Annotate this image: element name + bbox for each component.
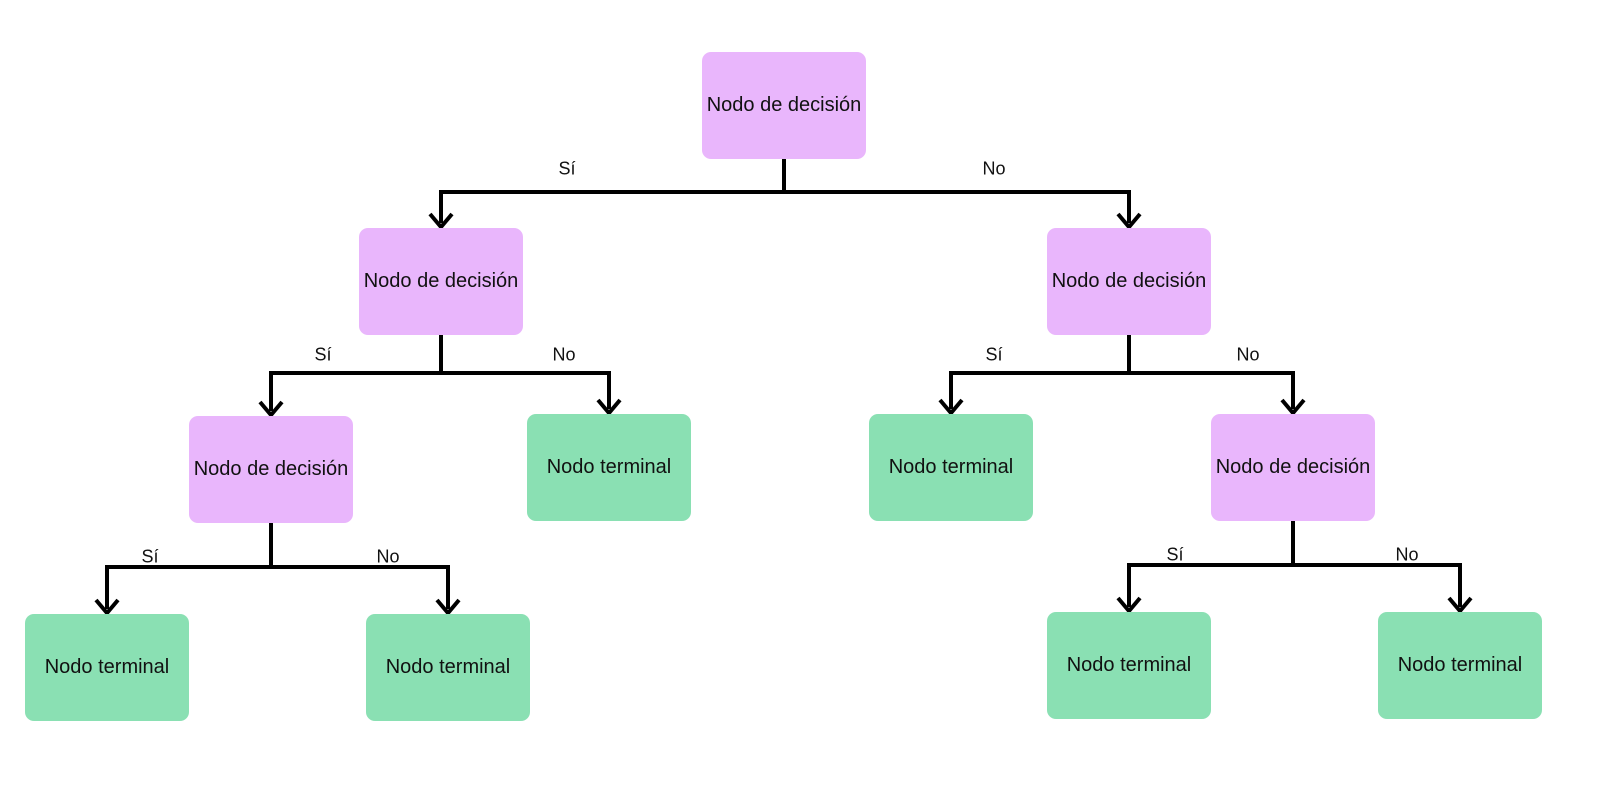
edge-label-no: No [982,158,1006,179]
connector-branch [1127,563,1295,607]
decision-node-right: Nodo de decisión [1047,228,1211,335]
connector-branch [782,190,1131,223]
decision-node-left-left: Nodo de decisión [189,416,353,523]
edge-label-no: No [1395,544,1419,565]
terminal-node-llr: Nodo terminal [366,614,530,721]
terminal-node-rrr: Nodo terminal [1378,612,1542,719]
arrowhead-icon [1447,596,1473,615]
arrowhead-icon [1116,212,1142,231]
connector-branch [439,371,611,409]
edge-label-no: No [376,546,400,567]
arrowhead-icon [596,398,622,417]
edge-label-yes: Sí [141,546,159,567]
arrowhead-icon [1116,596,1142,615]
arrowhead-icon [428,212,454,231]
connector-branch [949,371,1131,409]
terminal-node-left-right: Nodo terminal [527,414,691,521]
decision-node-root: Nodo de decisión [702,52,866,159]
connector-branch [439,190,786,223]
terminal-node-rrl: Nodo terminal [1047,612,1211,719]
arrowhead-icon [94,598,120,617]
connector-branch [269,371,443,411]
arrowhead-icon [435,598,461,617]
edge-label-yes: Sí [314,344,332,365]
decision-node-right-right: Nodo de decisión [1211,414,1375,521]
edge-label-no: No [1236,344,1260,365]
arrowhead-icon [1280,398,1306,417]
terminal-node-lll: Nodo terminal [25,614,189,721]
edge-label-yes: Sí [985,344,1003,365]
connector-branch [1127,371,1295,409]
connector-branch [1291,563,1462,607]
edge-label-yes: Sí [1166,544,1184,565]
edge-label-no: No [552,344,576,365]
arrowhead-icon [938,398,964,417]
edge-label-yes: Sí [558,158,576,179]
connector-branch [105,565,273,609]
arrowhead-icon [258,400,284,419]
terminal-node-right-left: Nodo terminal [869,414,1033,521]
connector-branch [269,565,450,609]
decision-node-left: Nodo de decisión [359,228,523,335]
